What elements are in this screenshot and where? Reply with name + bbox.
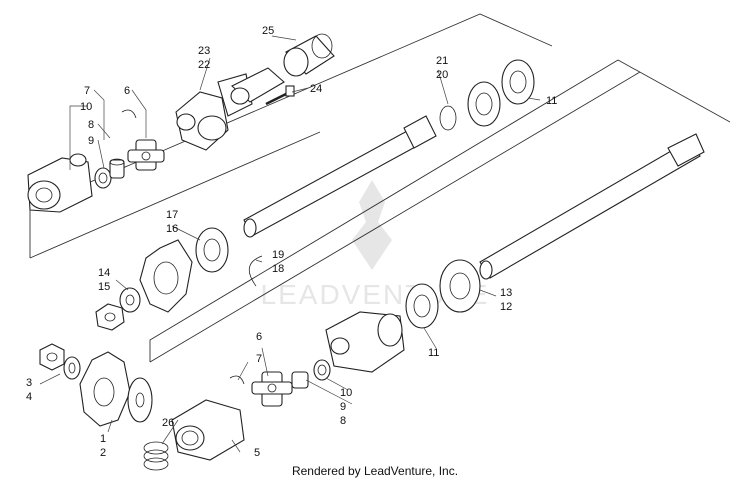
boot-25 bbox=[283, 33, 335, 77]
washer-2 bbox=[127, 377, 153, 423]
coupler-shaft-upper bbox=[230, 67, 285, 105]
callout-9-upper: 9 bbox=[88, 135, 94, 147]
bearing-cap-8-lower bbox=[291, 371, 309, 389]
callout-15: 15 bbox=[98, 281, 110, 293]
bolt-24 bbox=[265, 85, 295, 106]
panel-frame-upper bbox=[29, 13, 553, 259]
u-joint-spider-6-upper bbox=[127, 139, 165, 171]
bearing-21 bbox=[467, 81, 501, 127]
callout-11-upper: 11 bbox=[546, 95, 557, 107]
callout-12: 12 bbox=[500, 301, 512, 313]
callout-16: 16 bbox=[166, 223, 178, 235]
callout-1: 1 bbox=[100, 433, 106, 445]
seal-11-upper bbox=[501, 59, 535, 105]
callout-11-lower: 11 bbox=[428, 347, 439, 359]
snap-ring-7-upper bbox=[121, 109, 137, 119]
callout-4: 4 bbox=[26, 391, 32, 403]
callout-6-upper: 6 bbox=[124, 85, 130, 97]
callout-14: 14 bbox=[98, 267, 110, 279]
callout-9-lower: 9 bbox=[340, 401, 346, 413]
callout-20: 20 bbox=[436, 69, 448, 81]
callout-3: 3 bbox=[26, 377, 32, 389]
washer-15 bbox=[119, 287, 141, 313]
u-joint-spider-6-lower bbox=[251, 371, 293, 407]
callout-25: 25 bbox=[262, 25, 274, 37]
drive-shaft-lower bbox=[479, 133, 705, 280]
bearing-17 bbox=[195, 227, 229, 273]
callout-8-lower: 8 bbox=[340, 415, 346, 427]
nut-14 bbox=[95, 303, 125, 331]
callout-24: 24 bbox=[310, 83, 322, 95]
callout-19: 19 bbox=[272, 249, 284, 261]
callout-23: 23 bbox=[198, 45, 210, 57]
drive-shaft-upper bbox=[243, 115, 437, 238]
panel-frame-lower bbox=[149, 59, 731, 363]
ring-9-lower bbox=[313, 359, 331, 381]
ring-9-upper bbox=[94, 167, 112, 189]
yoke-5 bbox=[171, 399, 245, 461]
callout-13: 13 bbox=[500, 287, 512, 299]
nut-3 bbox=[39, 343, 65, 371]
callout-2: 2 bbox=[100, 447, 106, 459]
callout-6-lower: 6 bbox=[256, 331, 262, 343]
yoke-10-lower bbox=[325, 311, 405, 373]
snap-ring-7-lower bbox=[229, 375, 245, 385]
callout-17: 17 bbox=[166, 209, 178, 221]
callout-labels: 7 10 8 9 6 23 22 25 24 21 20 11 17 16 19… bbox=[26, 25, 557, 459]
bevel-gear-16 bbox=[139, 239, 193, 313]
callout-8-upper: 8 bbox=[88, 119, 94, 131]
callout-21: 21 bbox=[436, 55, 448, 67]
callout-7-upper: 7 bbox=[84, 85, 90, 97]
yoke-10-upper bbox=[27, 153, 93, 213]
callout-10-upper: 10 bbox=[80, 101, 92, 113]
callout-10-lower: 10 bbox=[340, 387, 352, 399]
leader-lines bbox=[39, 35, 541, 453]
washer-4 bbox=[63, 356, 81, 380]
footer-credit: Rendered by LeadVenture, Inc. bbox=[291, 464, 459, 478]
gear-1 bbox=[79, 351, 131, 427]
bearing-12 bbox=[439, 259, 481, 313]
callout-5: 5 bbox=[254, 447, 260, 459]
snap-ring-18 bbox=[248, 255, 263, 287]
spring-26 bbox=[143, 441, 169, 471]
callout-22: 22 bbox=[198, 59, 210, 71]
callout-7-lower: 7 bbox=[256, 353, 262, 365]
snap-ring-20 bbox=[439, 105, 457, 131]
bearing-cap-8-upper bbox=[109, 158, 125, 179]
callout-26: 26 bbox=[162, 417, 174, 429]
callout-18: 18 bbox=[272, 263, 284, 275]
seal-11-lower bbox=[405, 283, 439, 329]
